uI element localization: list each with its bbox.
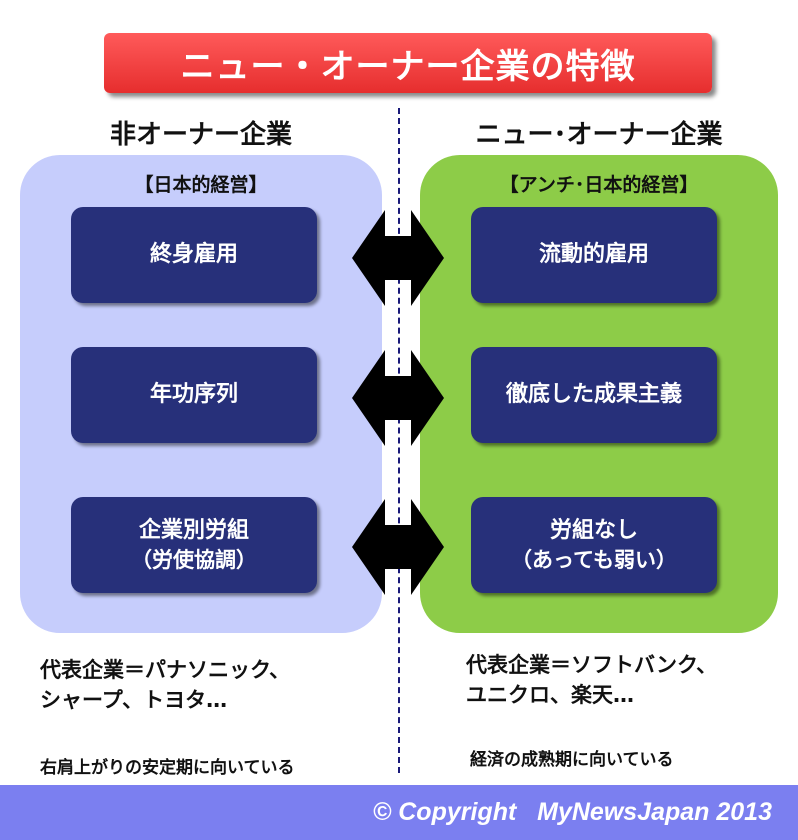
left-feature-box-seniority: 年功序列 xyxy=(71,347,317,443)
right-feature-box-performance-based: 徹底した成果主義 xyxy=(471,347,717,443)
left-note: 右肩上がりの安定期に向いている xyxy=(40,758,295,778)
feature-sublabel: （あっても弱い） xyxy=(511,547,677,572)
feature-label: 終身雇用 xyxy=(149,242,238,268)
double-arrow-icon xyxy=(352,210,444,306)
rep-line: 代表企業＝パナソニック、 xyxy=(40,658,291,682)
left-representative-companies: 代表企業＝パナソニック、 シャープ、トヨタ… xyxy=(40,655,290,716)
right-panel-label: 【アンチ･日本的経営】 xyxy=(499,173,699,196)
right-note: 経済の成熟期に向いている xyxy=(470,750,674,770)
right-feature-box-no-union: 労組なし （あっても弱い） xyxy=(471,497,717,593)
rep-line: 代表企業＝ソフトバンク、 xyxy=(466,653,718,677)
double-arrow-icon xyxy=(352,499,444,595)
rep-line: ユニクロ、楽天… xyxy=(466,683,634,708)
left-feature-box-lifetime-employment: 終身雇用 xyxy=(71,207,317,303)
right-feature-box-fluid-employment: 流動的雇用 xyxy=(471,207,717,303)
title-banner: ニュー・オーナー企業の特徴 xyxy=(104,33,712,93)
center-divider xyxy=(398,108,400,773)
double-arrow-icon xyxy=(352,350,444,446)
feature-label: 徹底した成果主義 xyxy=(505,382,682,408)
page-title: ニュー・オーナー企業の特徴 xyxy=(180,46,636,87)
copyright-footer: © Copyright MyNewsJapan 2013 xyxy=(0,785,798,840)
rep-line: シャープ、トヨタ… xyxy=(40,688,228,713)
feature-label: 流動的雇用 xyxy=(538,242,649,268)
left-panel-label: 【日本的経営】 xyxy=(134,173,268,196)
feature-label: 労組なし xyxy=(549,517,638,543)
right-column-heading: ニュー･オーナー企業 xyxy=(475,119,723,150)
left-feature-box-enterprise-union: 企業別労組 （労使協調） xyxy=(71,497,317,593)
feature-label: 企業別労組 xyxy=(138,517,249,543)
feature-label: 年功序列 xyxy=(149,382,238,408)
feature-sublabel: （労使協調） xyxy=(131,547,257,572)
right-representative-companies: 代表企業＝ソフトバンク、 ユニクロ、楽天… xyxy=(466,650,717,711)
left-column-heading: 非オーナー企業 xyxy=(109,119,292,150)
